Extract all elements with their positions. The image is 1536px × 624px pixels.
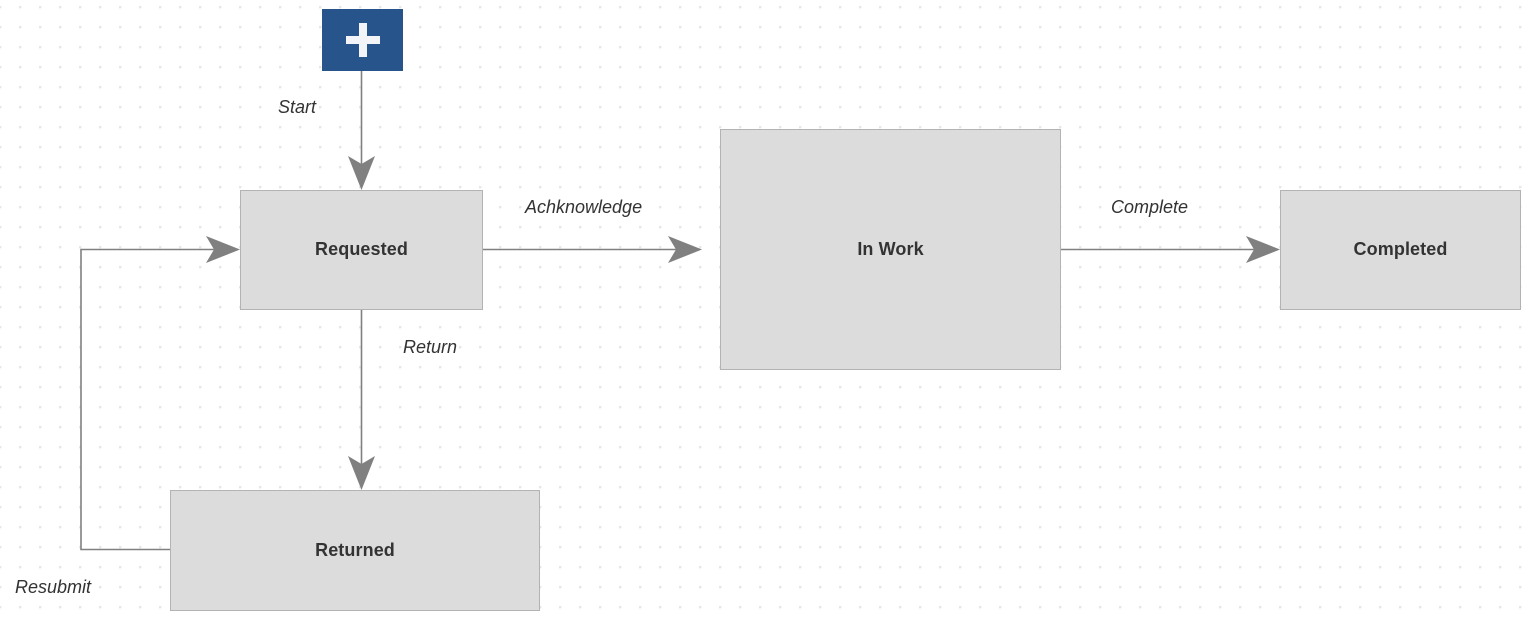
edge-complete	[1061, 236, 1280, 263]
node-label: In Work	[857, 238, 924, 259]
edge-label-resubmit[interactable]: Resubmit	[15, 577, 92, 597]
node-label: Requested	[315, 239, 408, 260]
node-label: Completed	[1353, 239, 1448, 260]
edge-label-start[interactable]: Start	[278, 97, 317, 117]
edge-label-acknowledge[interactable]: Achknowledge	[525, 197, 643, 217]
node-requested[interactable]: Requested	[240, 190, 483, 310]
edge-label-return[interactable]: Return	[403, 337, 458, 357]
node-in-work[interactable]: In Work	[720, 129, 1061, 370]
node-completed[interactable]: Completed	[1280, 190, 1521, 310]
plus-icon	[345, 23, 380, 57]
edge-acknowledge	[483, 236, 702, 263]
edge-label-complete[interactable]: Complete	[1111, 197, 1189, 217]
node-returned[interactable]: Returned	[170, 490, 540, 611]
edge-start	[348, 71, 375, 190]
node-label: Returned	[315, 539, 395, 560]
add-node-button[interactable]	[322, 9, 403, 71]
edge-return	[348, 310, 375, 490]
